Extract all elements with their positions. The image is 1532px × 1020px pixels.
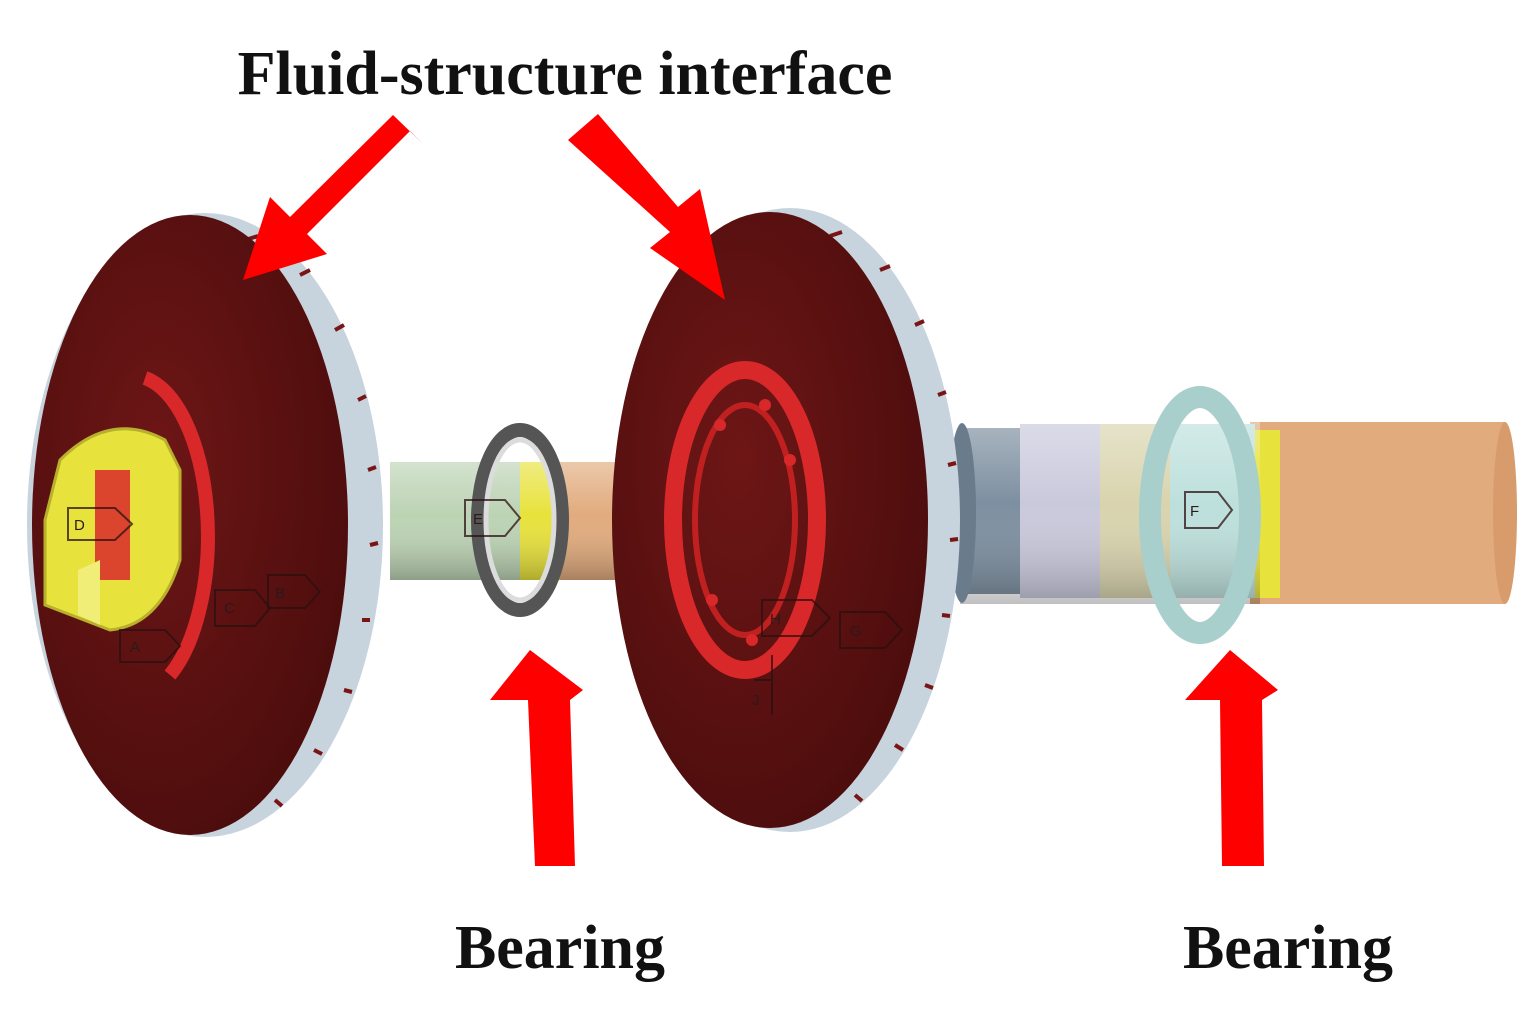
svg-text:C: C [224, 600, 235, 617]
svg-text:J: J [752, 692, 760, 709]
arrow-interface-right [568, 114, 725, 300]
label-bearing-left: Bearing [455, 914, 665, 982]
tag-d: D [67, 507, 134, 541]
svg-text:H: H [770, 611, 781, 628]
tag-j: J [752, 655, 773, 715]
svg-text:B: B [275, 585, 285, 602]
tag-c: C [214, 589, 272, 627]
svg-text:D: D [74, 517, 85, 534]
arrow-bearing-left [490, 650, 583, 866]
right-impeller-rim-slots [829, 230, 959, 803]
right-impeller [612, 208, 960, 832]
svg-text:E: E [473, 511, 483, 528]
tag-a: A [119, 629, 182, 663]
arrow-interface-left [243, 115, 422, 280]
svg-text:A: A [130, 639, 140, 656]
left-impeller-rim-slots [244, 234, 379, 808]
tag-b: B [267, 574, 322, 609]
tag-f: F [1184, 491, 1234, 529]
svg-text:G: G [850, 623, 862, 640]
arrow-bearing-right [1185, 650, 1278, 866]
label-fluid-structure-interface: Fluid-structure interface [238, 40, 893, 108]
label-bearing-right: Bearing [1183, 914, 1393, 982]
right-shaft [948, 386, 1517, 644]
tag-h: H [761, 599, 832, 637]
tag-e: E [464, 499, 522, 537]
svg-text:F: F [1190, 503, 1199, 520]
tag-g: G [839, 611, 904, 649]
left-impeller [27, 213, 383, 837]
